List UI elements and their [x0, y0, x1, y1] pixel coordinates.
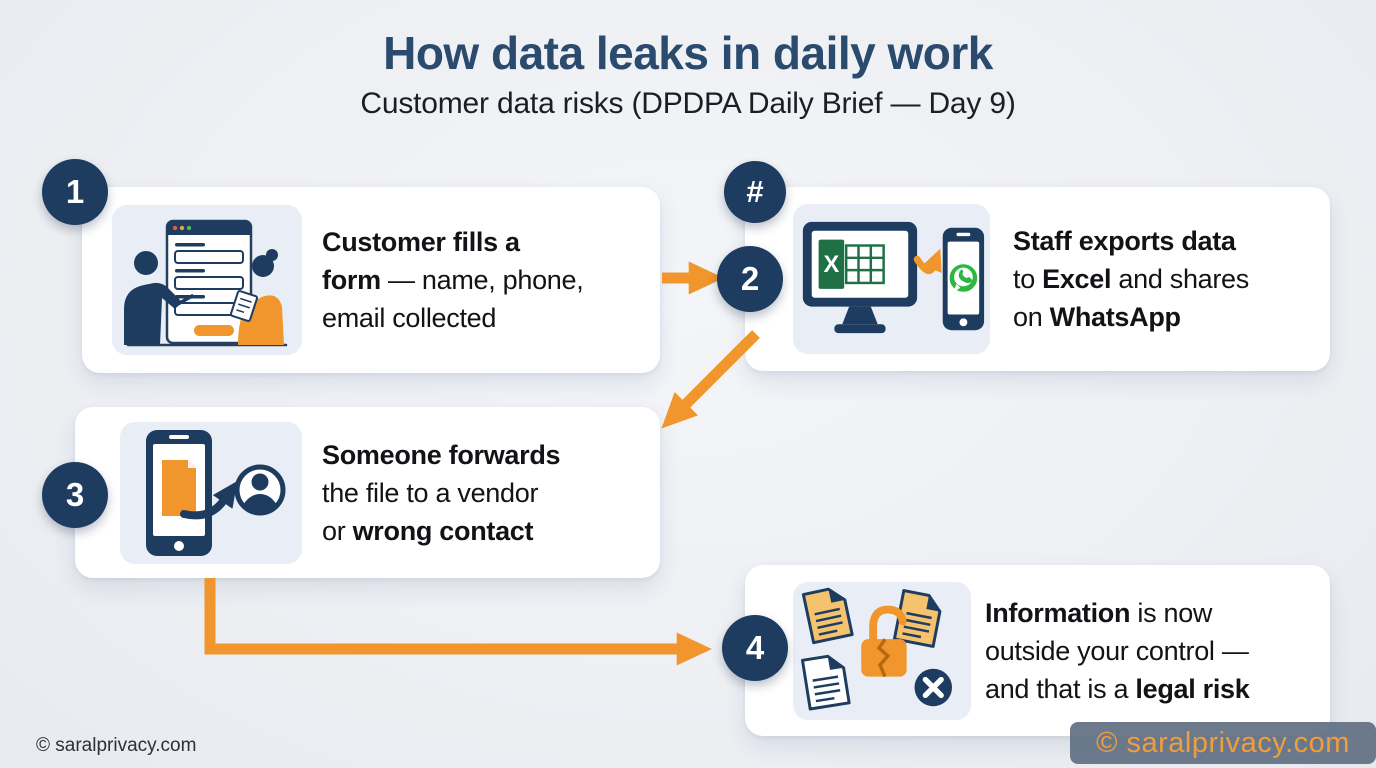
watermark-right: © saralprivacy.com	[1070, 722, 1376, 764]
user-icon	[234, 464, 286, 516]
document-icon	[162, 460, 196, 516]
step3-badge: 3	[42, 462, 108, 528]
page-subtitle: Customer data risks (DPDPA Daily Brief —…	[360, 86, 1016, 120]
data-breach-illustration	[793, 582, 971, 720]
header: How data leaks in daily work Customer da…	[0, 0, 1376, 121]
arrow-step3-to-step4-icon	[204, 578, 712, 666]
person-writing-icon	[229, 249, 284, 345]
excel-icon: X	[818, 239, 885, 289]
share-arrow-icon	[913, 248, 942, 275]
document-icon	[801, 587, 854, 645]
browser-window-icon	[165, 219, 253, 345]
x-circle-icon	[914, 668, 952, 707]
person-pointing-icon	[124, 251, 194, 345]
form-fill-illustration	[112, 205, 302, 355]
forward-file-illustration	[120, 422, 302, 564]
hash-badge: #	[724, 161, 786, 223]
document-icon	[801, 654, 851, 711]
svg-text:X: X	[824, 252, 840, 278]
watermark-left: © saralprivacy.com	[36, 735, 197, 756]
page-title: How data leaks in daily work	[383, 27, 993, 79]
step1-badge: 1	[42, 159, 108, 225]
step2-badge: 2	[717, 246, 783, 312]
excel-to-whatsapp-illustration: X	[793, 204, 990, 354]
broken-lock-icon	[861, 605, 907, 678]
forward-arrow-icon	[180, 481, 238, 520]
document-icon	[892, 589, 942, 648]
form-fill-illustration-svg	[124, 219, 288, 347]
forward-file-illustration-svg	[146, 430, 286, 556]
excel-to-whatsapp-illustration-svg: X	[802, 221, 985, 334]
data-breach-illustration-svg	[801, 587, 952, 711]
step4-badge: 4	[722, 615, 788, 681]
whatsapp-icon	[947, 262, 980, 294]
step2-card: X	[745, 187, 1330, 371]
